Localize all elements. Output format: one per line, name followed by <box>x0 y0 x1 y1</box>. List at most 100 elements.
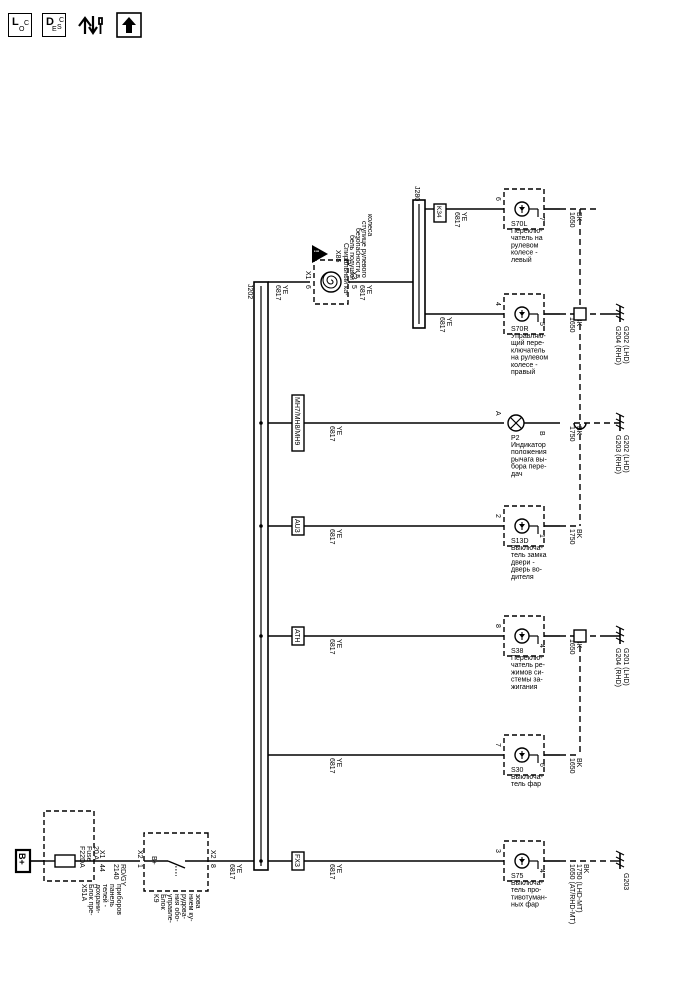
wire-out-2-0: 1650 <box>568 639 575 655</box>
wire-out-0-0: 1650 (AT/RHD-MT) <box>568 864 575 924</box>
component-desc-0-2: тивотуман- <box>511 894 548 901</box>
location-button[interactable]: L O C <box>8 13 32 37</box>
component-name-2: S38 <box>511 648 524 655</box>
component-desc-0-0: Выключа- <box>511 880 544 887</box>
x85-wire-out-color: YE <box>365 285 372 295</box>
svg-text:!: ! <box>312 250 319 252</box>
x85-conn-bot: X3 <box>350 271 357 280</box>
k34-label: K34 <box>435 206 442 218</box>
option-box-mh <box>291 394 305 452</box>
wire-in-circuit-3: 6817 <box>328 529 335 545</box>
component-desc-1-1: тель фар <box>511 781 541 788</box>
wire-out-circuit: 6817 <box>228 864 235 880</box>
fusebox-outline <box>43 810 95 882</box>
component-desc-3-1: тель замка <box>511 552 547 559</box>
component-desc-0-3: ных фар <box>511 902 539 909</box>
k9-conn-out: X2 <box>209 850 216 859</box>
fusebox-conn: X1 <box>98 850 105 859</box>
fusebox-id: X51A <box>80 884 87 901</box>
x85-pin-bot: 5 <box>350 285 357 289</box>
component-desc-2-1: чатель ре- <box>511 662 546 669</box>
component-desc-2-2: жимов си- <box>511 669 544 676</box>
pin-bot-6: 7 <box>538 217 545 221</box>
x85-pin-top: 6 <box>304 285 311 289</box>
fuse-type: Fuse <box>85 846 92 862</box>
wire-in-color-1: YE <box>335 758 342 768</box>
wire-in-circuit: 2140 <box>112 864 119 880</box>
wire-out-1-1: BK <box>575 758 582 768</box>
j280-label: J280 <box>413 186 420 201</box>
x85-conn-top: X1 <box>304 271 311 280</box>
option-label-ath: ATH <box>293 629 300 642</box>
wire-out-4-0: 1750 <box>568 426 575 442</box>
wire-out-3-0: 1750 <box>568 529 575 545</box>
option-box-fx3 <box>291 851 305 871</box>
wire-in-circuit-4: 6817 <box>328 426 335 442</box>
component-desc-5-4: колесе - <box>511 362 538 369</box>
ground-g202-p2-label-1: G203 (RHD) <box>614 435 621 474</box>
component-desc-5-2: ключатель <box>511 347 546 354</box>
component-desc-4-0: Индикатор <box>511 442 546 449</box>
pin-top-3: 2 <box>494 514 501 518</box>
wire-out-0-2: BK <box>582 864 589 874</box>
wire-out-3-1: BK <box>575 529 582 539</box>
fusebox-desc-0: Блок пре- <box>87 884 94 916</box>
component-name-0: S75 <box>511 873 524 880</box>
pin-bot-1: 6 <box>538 763 545 767</box>
fuse-symbol <box>54 854 76 868</box>
x85-desc-0: Спиральный ка- <box>342 243 350 296</box>
up-arrow-icon[interactable] <box>116 12 142 38</box>
wire-out-6-0: 1650 <box>568 212 575 228</box>
ground-g203: G203 <box>610 850 629 890</box>
component-desc-3-0: Выключа- <box>511 545 544 552</box>
x85-desc-1: бель подушки <box>348 235 356 280</box>
b-plus-label: B+ <box>17 853 27 865</box>
k9-name: K9 <box>152 894 159 903</box>
fusebox-pin: 44 <box>98 864 105 872</box>
ground-g201-label-0: G201 (LHD) <box>622 648 629 686</box>
wire-in-circuit-1: 6817 <box>328 758 335 774</box>
component-desc-6-0: Переклю- <box>511 228 543 235</box>
pin-bot-2: 4 <box>538 644 545 648</box>
component-desc-5-0: Управляю- <box>511 333 546 340</box>
fusebox-desc-2: телей - <box>101 884 109 908</box>
component-desc-6-3: колесе - <box>511 250 538 257</box>
pin-bot-4: B <box>538 431 545 436</box>
wire-out-4-1: BK <box>575 426 582 436</box>
wire-out-color: YE <box>235 864 242 874</box>
component-desc-4-3: бора пере- <box>511 463 547 471</box>
k9-pin-out: 8 <box>209 864 216 868</box>
component-desc-6-4: левый <box>511 256 532 264</box>
location-button-sub1: O <box>19 26 25 33</box>
k9-desc-0: Блок <box>159 894 166 911</box>
location-button-label: L <box>12 16 19 28</box>
pin-top-4: A <box>494 411 501 416</box>
component-desc-4-2: рычага вы- <box>511 456 547 463</box>
j202-label: J202 <box>246 284 253 299</box>
description-button-sub1: E <box>52 26 57 33</box>
pin-top-2: 8 <box>494 624 501 628</box>
wire-in-circuit-0: 6817 <box>328 864 335 880</box>
component-desc-1-0: Выключа- <box>511 774 544 781</box>
k9-desc-2: ния обо- <box>173 894 181 922</box>
rotated-diagram: B+ X51A Блок пре- дохрани- телей - панел… <box>14 186 629 924</box>
x85-wire-in-color: YE <box>281 285 288 295</box>
toolbar: L O C D E S C <box>8 8 142 42</box>
clockspring-x85: 6817 YE X1 6 X3 5 6817 YE ! X85 Спиральн… <box>268 214 418 305</box>
description-button[interactable]: D E S C <box>42 13 66 37</box>
x85-wire-out-circuit: 6817 <box>358 285 365 301</box>
wire-in-color: RD/GY <box>119 864 126 887</box>
ground-g202-s70-label-1: G204 (RHD) <box>614 326 621 365</box>
component-name-5: S70R <box>511 326 529 333</box>
fuse-rating: 20 A <box>92 846 99 860</box>
wrench-arrows-icon[interactable] <box>76 12 106 38</box>
pin-bot-3: 1 <box>538 534 545 538</box>
wire-in-circuit-5: 6817 <box>438 317 445 333</box>
x85-wire-in-circuit: 6817 <box>274 285 281 301</box>
wire-in-color-2: YE <box>335 639 342 649</box>
wire-out-0-1: 1750 (LHD-MT) <box>575 864 582 913</box>
wire-out-2-1: BK <box>575 639 582 649</box>
component-desc-3-3: дверь во- <box>511 567 543 574</box>
ground-g202-s70-label-0: G202 (LHD) <box>622 326 629 364</box>
wire-in-color-3: YE <box>335 529 342 539</box>
